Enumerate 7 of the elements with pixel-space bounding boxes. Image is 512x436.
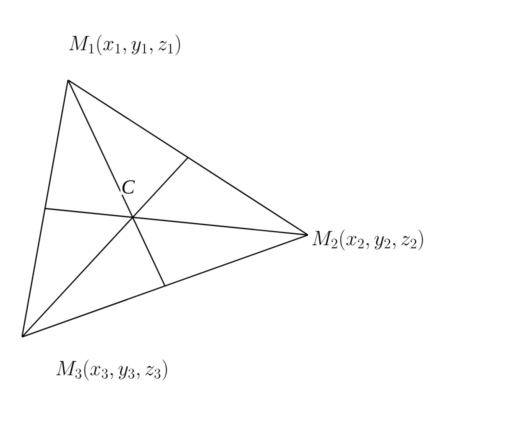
vertex-label: $M_3(x_3, y_3, z_3)$: [56, 360, 167, 380]
triangle-side: [68, 80, 308, 236]
triangle-side: [22, 234, 308, 338]
point-label: C: [120, 179, 136, 195]
triangle-side: [21, 80, 69, 337]
vertex-label: $M_2(x_2, y_2, z_2)$: [312, 230, 423, 250]
vertex-label: $M_1(x_1, y_1, z_1)$: [69, 34, 180, 56]
